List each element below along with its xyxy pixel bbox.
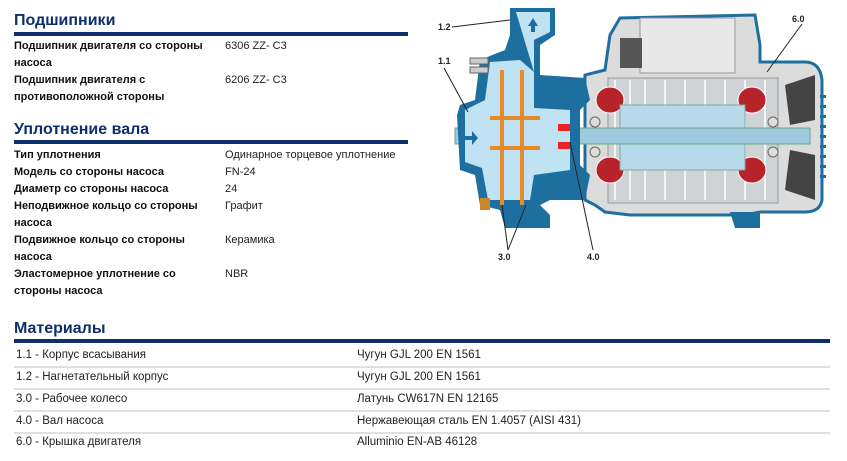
material-cell: Чугун GJL 200 EN 1561 xyxy=(357,371,481,383)
part-cell: 6.0 - Крышка двигателя xyxy=(16,436,142,448)
part-cell: 4.0 - Вал насоса xyxy=(16,415,104,427)
seal-divider xyxy=(14,140,408,144)
seal-label: Тип уплотнения xyxy=(14,149,101,161)
seal-label: Модель со стороны насоса xyxy=(14,166,164,178)
materials-heading: Материалы xyxy=(14,320,106,337)
callout-3-0: 3.0 xyxy=(498,252,511,262)
seal-label: Неподвижное кольцо со стороны насоса xyxy=(14,200,198,229)
material-cell: Alluminio EN-AB 46128 xyxy=(357,436,478,448)
bearing-value: 6206 ZZ- C3 xyxy=(225,74,287,86)
material-cell: Латунь CW617N EN 12165 xyxy=(357,393,499,405)
material-cell: Нержавеющая сталь EN 1.4057 (AISI 431) xyxy=(357,415,581,427)
table-row: 3.0 - Рабочее колесо Латунь CW617N EN 121… xyxy=(14,389,830,412)
seal-value: NBR xyxy=(225,268,249,280)
bearing-label: Подшипник двигателя со стороны насоса xyxy=(14,40,203,69)
bearings-heading: Подшипники xyxy=(14,12,116,29)
seal-value: Одинарное торцевое уплотнение xyxy=(225,149,396,161)
seal-value: FN-24 xyxy=(225,166,256,178)
callout-6-0: 6.0 xyxy=(792,14,805,24)
pump-cutaway-diagram: 1.2 1.1 6.0 3.0 4.0 xyxy=(438,8,826,262)
part-cell: 1.2 - Нагнетательный корпус xyxy=(16,371,169,383)
table-row: 4.0 - Вал насоса Нержавеющая сталь EN 1.4… xyxy=(14,411,830,434)
seal-label: Диаметр со стороны насоса xyxy=(14,183,169,195)
impeller xyxy=(490,70,540,205)
seal-label: Подвижное кольцо со стороны насоса xyxy=(14,234,185,263)
seal-value: Графит xyxy=(225,200,263,212)
table-row: 6.0 - Крышка двигателя Alluminio EN-AB 46… xyxy=(14,432,830,453)
seal-value: 24 xyxy=(225,183,238,195)
seal-heading: Уплотнение вала xyxy=(14,121,150,138)
table-row: 1.1 - Корпус всасывания Чугун GJL 200 EN … xyxy=(14,345,830,368)
mechanical-seal xyxy=(558,124,570,149)
bearing-label: Подшипник двигателя с противоположной ст… xyxy=(14,74,165,103)
material-cell: Чугун GJL 200 EN 1561 xyxy=(357,349,481,361)
rotor xyxy=(454,104,811,171)
seal-label: Эластомерное уплотнение со стороны насос… xyxy=(14,268,176,297)
bearings-divider xyxy=(14,32,408,36)
callout-1-1: 1.1 xyxy=(438,56,451,66)
table-row: 1.2 - Нагнетательный корпус Чугун GJL 200… xyxy=(14,367,830,390)
bearing-value: 6306 ZZ- C3 xyxy=(225,40,287,52)
callout-1-2: 1.2 xyxy=(438,22,451,32)
part-cell: 3.0 - Рабочее колесо xyxy=(16,393,128,405)
callouts xyxy=(443,19,803,251)
callout-4-0: 4.0 xyxy=(587,252,600,262)
part-cell: 1.1 - Корпус всасывания xyxy=(16,349,147,361)
seal-value: Керамика xyxy=(225,234,275,246)
materials-divider xyxy=(14,339,830,343)
